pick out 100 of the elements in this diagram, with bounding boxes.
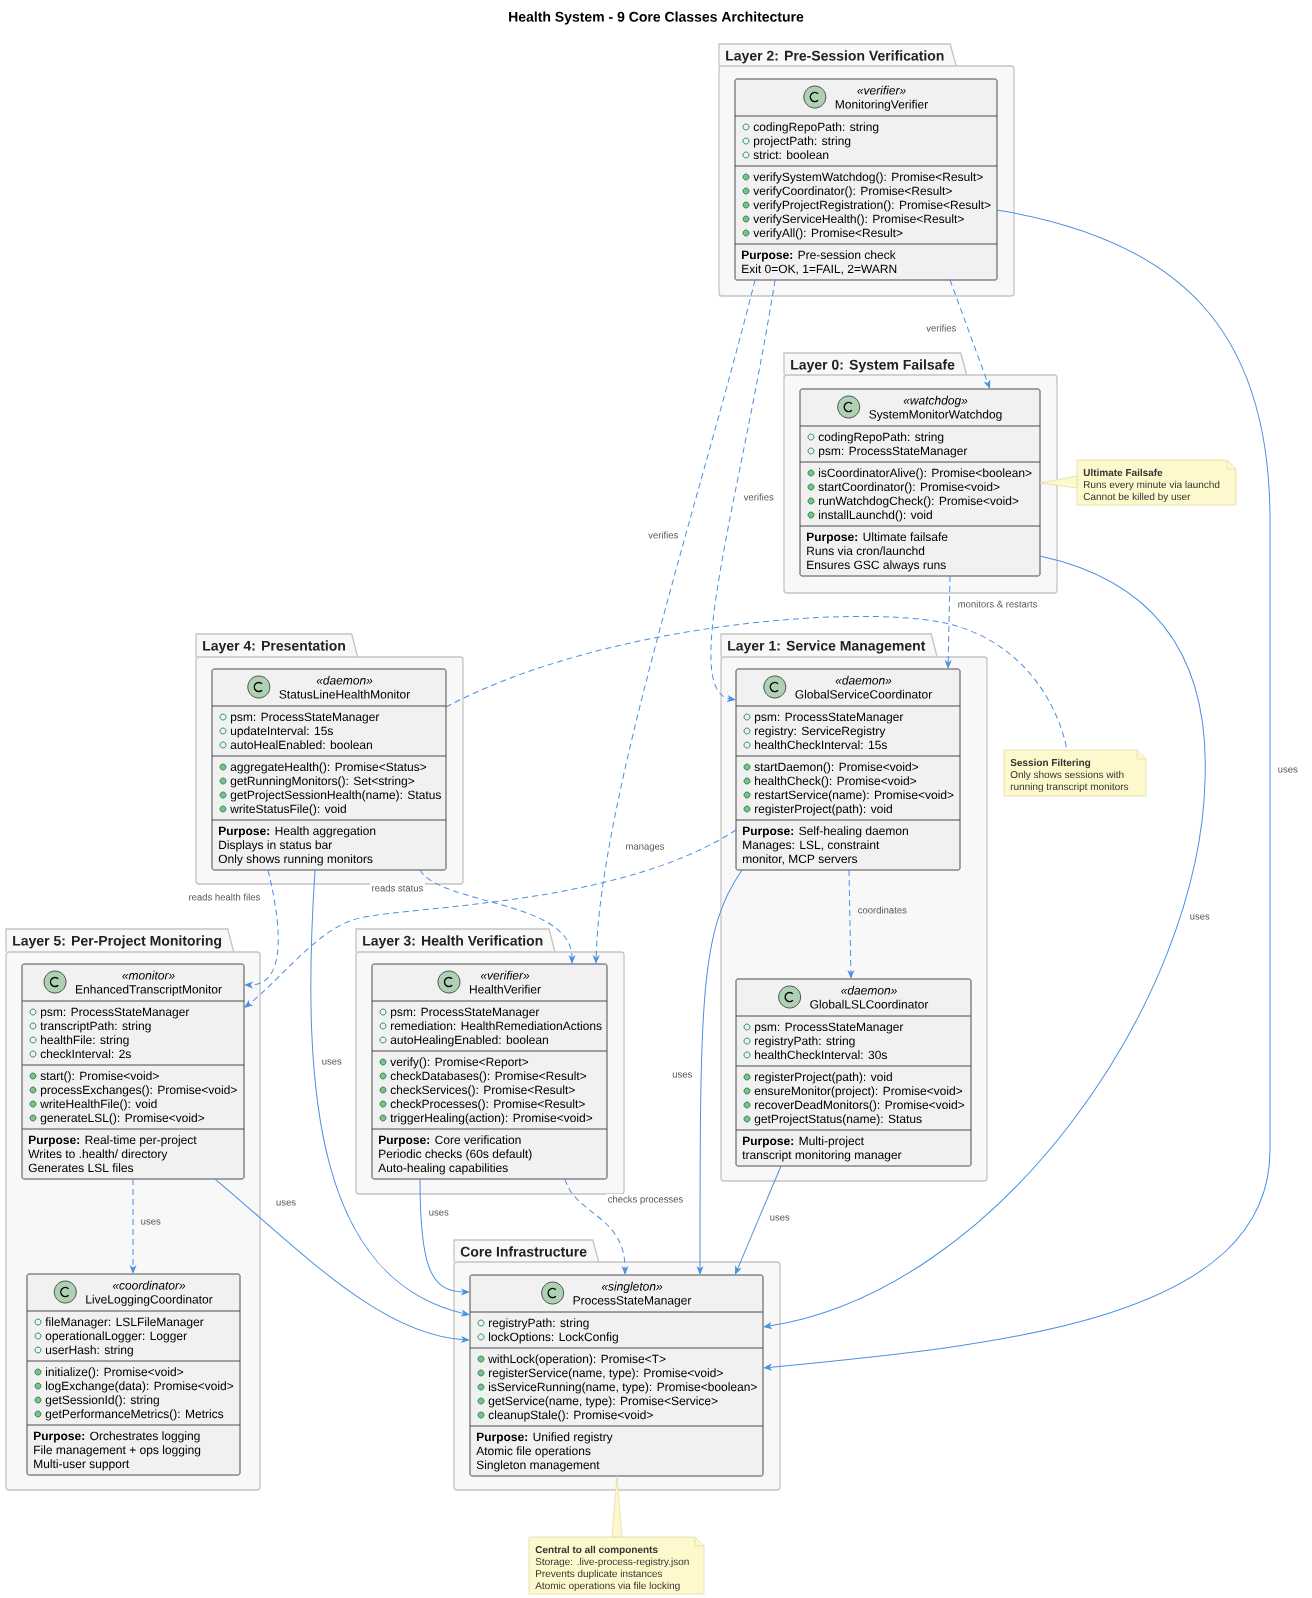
method-text: registerProject(path): void [755, 1072, 892, 1084]
attribute-text: registry: ServiceRegistry [755, 726, 886, 738]
purpose-text: Multi-user support [34, 1459, 130, 1471]
purpose-text: Ensures GSC always runs [807, 560, 946, 572]
edge-label: uses [320, 1057, 344, 1067]
purpose-text: Purpose: Pre-session check [742, 250, 896, 262]
attribute-text: autoHealingEnabled: boolean [390, 1035, 548, 1047]
edge-label: uses [139, 1217, 163, 1227]
note-text: Only shows sessions with [1010, 770, 1124, 781]
method-text: verifyProjectRegistration(): Promise<Result> [753, 200, 991, 212]
class-name: ProcessStateManager [573, 1296, 692, 1307]
purpose-text: Generates LSL files [28, 1163, 134, 1173]
edge-label: uses [1276, 765, 1300, 775]
stereotype: «verifier» [857, 85, 906, 95]
attribute-text: psm: ProcessStateManager [40, 1007, 190, 1019]
method-text: initialize(): Promise<void> [46, 1367, 184, 1379]
package-title: Layer 5: Per-Project Monitoring [13, 935, 222, 949]
edge-label: uses [768, 1213, 792, 1223]
method-text: checkDatabases(): Promise<Result> [390, 1071, 587, 1083]
method-text: withLock(operation): Promise<T> [488, 1354, 666, 1366]
note-title: Ultimate Failsafe [1083, 468, 1163, 477]
method-text: registerProject(path): void [755, 804, 892, 816]
attribute-text: psm: ProcessStateManager [390, 1007, 540, 1019]
method-text: ensureMonitor(project): Promise<void> [754, 1086, 963, 1098]
note-title: Central to all components [535, 1545, 658, 1556]
class-name: GlobalLSLCoordinator [810, 999, 929, 1009]
purpose-text: Purpose: Core verification [379, 1135, 521, 1147]
title: Health System - 9 Core Classes Architecture [509, 11, 804, 25]
method-text: writeStatusFile(): void [230, 804, 346, 816]
attribute-text: checkInterval: 2s [40, 1049, 131, 1059]
arrow [763, 209, 1271, 1371]
edge-label: checks processes [606, 1194, 685, 1206]
arrow [735, 1165, 782, 1275]
method-text: getProjectStatus(name): Status [754, 1114, 922, 1126]
package-title: Layer 2: Pre-Session Verification [726, 50, 944, 64]
stereotype: «singleton» [601, 1281, 663, 1293]
class-name: LiveLoggingCoordinator [86, 1294, 213, 1306]
attribute-text: psm: ProcessStateManager [819, 446, 968, 458]
attribute-text: transcriptPath: string [40, 1021, 151, 1033]
purpose-text: Auto-healing capabilities [378, 1163, 508, 1175]
arrow [847, 869, 854, 979]
method-text: checkServices(): Promise<Result> [390, 1085, 575, 1097]
edge-label: uses [1188, 912, 1212, 922]
class-name: GlobalServiceCoordinator [795, 689, 932, 699]
attribute-text: projectPath: string [754, 136, 851, 148]
method-text: getSessionId(): string [45, 1395, 159, 1407]
stereotype: «daemon» [835, 675, 892, 685]
attribute-text: updateInterval: 15s [231, 726, 333, 738]
package-title: Core Infrastructure [460, 1246, 587, 1257]
purpose-text: Writes to .health/ directory [28, 1149, 168, 1161]
purpose-text: Exit 0=OK, 1=FAIL, 2=WARN [742, 264, 897, 275]
method-text: verifySystemWatchdog(): Promise<Result> [753, 172, 983, 184]
method-text: processExchanges(): Promise<void> [40, 1085, 237, 1097]
edge-label: verifies [924, 323, 958, 333]
method-text: healthCheck(): Promise<void> [755, 776, 917, 788]
arrow [564, 1178, 628, 1275]
attribute-text: healthFile: string [41, 1035, 129, 1047]
class-name: EnhancedTranscriptMonitor [76, 984, 222, 996]
note-text: Prevents duplicate instances [536, 1569, 663, 1580]
note-text: Cannot be killed by user [1083, 492, 1191, 503]
attribute-text: healthCheckInterval: 15s [755, 740, 887, 750]
edge-label: monitors & restarts [956, 599, 1039, 609]
arrow [593, 279, 756, 964]
purpose-text: Purpose: Self-healing daemon [743, 826, 908, 838]
edge-label: reads health files [187, 892, 262, 902]
method-text: aggregateHealth(): Promise<Status> [230, 762, 427, 774]
method-text: verify(): Promise<Report> [390, 1057, 529, 1069]
attribute-text: userHash: string [46, 1345, 133, 1357]
class-name: SystemMonitorWatchdog [869, 409, 1002, 421]
note-pointer [611, 1475, 623, 1538]
attribute-text: codingRepoPath: string [753, 122, 879, 134]
method-text: getRunningMonitors(): Set<string> [230, 776, 415, 788]
method-text: writeHealthFile(): void [40, 1099, 157, 1111]
method-text: checkProcesses(): Promise<Result> [390, 1099, 585, 1111]
note-title: Session Filtering [1010, 758, 1091, 769]
attribute-text: remediation: HealthRemediationActions [391, 1021, 602, 1031]
method-text: verifyAll(): Promise<Result> [753, 228, 903, 240]
attribute-text: autoHealEnabled: boolean [230, 740, 372, 750]
purpose-text: Runs via cron/launchd [807, 546, 925, 556]
note-text: running transcript monitors [1010, 782, 1129, 793]
stereotype: «watchdog» [903, 395, 968, 407]
method-text: isServiceRunning(name, type): Promise<boolean> [489, 1382, 757, 1394]
package-title: Layer 0: System Failsafe [791, 359, 955, 373]
attribute-text: registryPath: string [755, 1036, 855, 1048]
arrow [697, 869, 743, 1275]
attribute-text: strict: boolean [753, 150, 829, 160]
stereotype: «monitor» [122, 970, 175, 980]
purpose-text: monitor, MCP servers [743, 854, 858, 865]
arrow [763, 555, 1206, 1329]
purpose-text: Purpose: Multi-project [743, 1136, 864, 1148]
attribute-text: healthCheckInterval: 30s [755, 1050, 887, 1060]
stereotype: «daemon» [316, 675, 373, 685]
purpose-text: Purpose: Ultimate failsafe [807, 532, 948, 544]
stereotype: «daemon» [841, 985, 897, 995]
connector-line [445, 616, 1068, 751]
purpose-text: Singleton management [476, 1460, 600, 1472]
attribute-text: psm: ProcessStateManager [230, 712, 380, 724]
method-text: recoverDeadMonitors(): Promise<void> [755, 1100, 965, 1112]
method-text: verifyCoordinator(): Promise<Result> [753, 186, 952, 198]
method-text: start(): Promise<void> [40, 1071, 159, 1083]
